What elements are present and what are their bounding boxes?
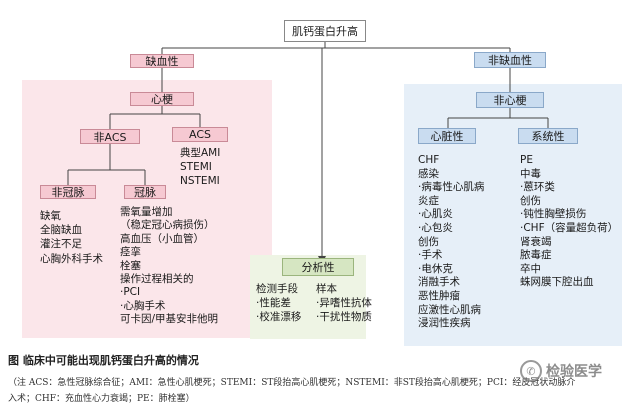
list-item: 高血压（小血管） (120, 232, 204, 245)
non-ischemic-panel (404, 84, 622, 346)
list-item: ·病毒性心肌病 (418, 181, 485, 194)
list-item: ·校准漂移 (256, 311, 302, 324)
root-node: 肌钙蛋白升高 (284, 20, 366, 42)
list-item: ·干扰性物质 (316, 311, 372, 324)
list-item: 可卡因/甲基安非他明 (120, 313, 219, 326)
list-title: 检测手段 (256, 283, 298, 295)
list-item: 蛛网膜下腔出血 (520, 276, 594, 289)
non-coronary-items-list: 缺氧全脑缺血灌注不足心胸外科手术 (40, 209, 103, 266)
list-item: ·心肌炎 (418, 208, 453, 221)
non-ischemic-node: 非缺血性 (474, 52, 546, 68)
ischemic-node: 缺血性 (130, 54, 194, 68)
acs-node: ACS (172, 127, 228, 142)
list-item: ·钝性胸壁损伤 (520, 208, 587, 221)
list-item: ·电休克 (418, 262, 453, 275)
mi-node: 心梗 (130, 92, 194, 106)
list-item: 应激性心肌病 (418, 303, 481, 316)
list-item: 肾衰竭 (520, 235, 552, 248)
list-item: ·蒽环类 (520, 181, 555, 194)
list-item: CHF (418, 154, 440, 166)
list-item: 感染 (418, 167, 439, 180)
watermark: ✆ 检验医学 (520, 360, 602, 382)
analytic-col1: 检测手段 ·性能差·校准漂移 (256, 282, 301, 325)
figure-note-line2: 入术；CHF：充血性心力衰竭；PE：肺栓塞） (8, 394, 195, 404)
list-item: ·手术 (418, 249, 443, 262)
list-item: 缺氧 (40, 210, 61, 222)
figure-caption: 图 临床中可能出现肌钙蛋白升高的情况 (8, 354, 199, 367)
list-item: 卒中 (520, 262, 541, 275)
list-item: ·异嗜性抗体 (316, 297, 372, 310)
list-item: NSTEMI (180, 175, 220, 188)
list-item: 栓塞 (120, 259, 141, 272)
list-item: ·CHF（容量超负荷） (520, 221, 619, 234)
list-item: ·心胸手术 (120, 299, 166, 312)
list-item: 炎症 (418, 194, 439, 207)
coronary-items-list: 需氧量增加（稳定冠心病损伤）高血压（小血管）痉挛栓塞操作过程相关的·PCI·心胸… (120, 206, 218, 327)
ischemic-panel (22, 80, 272, 338)
systemic-node: 系统性 (518, 128, 578, 144)
list-item: 创伤 (520, 194, 541, 207)
analytic-node: 分析性 (282, 258, 354, 276)
list-item: 消融手术 (418, 276, 460, 289)
wechat-icon: ✆ (520, 360, 542, 382)
list-item: 浸润性疾病 (418, 317, 471, 330)
list-item: 心胸外科手术 (40, 252, 103, 265)
coronary-node: 冠脉 (124, 185, 166, 199)
list-item: ·心包炎 (418, 221, 453, 234)
non-acs-node: 非ACS (80, 129, 140, 144)
list-item: 痉挛 (120, 246, 141, 259)
list-title: 样本 (316, 283, 337, 295)
list-item: STEMI (180, 161, 212, 174)
list-item: ·PCI (120, 286, 141, 299)
list-item: （稳定冠心病损伤） (120, 219, 215, 232)
list-item: 创伤 (418, 235, 439, 248)
list-item: 灌注不足 (40, 238, 82, 251)
list-item: 典型AMI (180, 147, 221, 159)
non-coronary-node: 非冠脉 (40, 185, 96, 199)
figure-note-line1: （注 ACS：急性冠脉综合征；AMI：急性心肌梗死；STEMI：ST段抬高心肌梗… (8, 378, 576, 388)
list-item: 需氧量增加 (120, 206, 173, 218)
list-item: 恶性肿瘤 (418, 289, 460, 302)
list-item: 操作过程相关的 (120, 273, 194, 286)
list-item: PE (520, 154, 533, 166)
cardiac-node: 心脏性 (418, 128, 476, 144)
non-mi-node: 非心梗 (476, 92, 544, 108)
analytic-col2: 样本 ·异嗜性抗体·干扰性物质 (316, 282, 372, 325)
list-item: 脓毒症 (520, 249, 552, 262)
list-item: 全脑缺血 (40, 224, 82, 237)
list-item: ·性能差 (256, 297, 291, 310)
list-item: 中毒 (520, 167, 541, 180)
watermark-text: 检验医学 (546, 364, 602, 380)
